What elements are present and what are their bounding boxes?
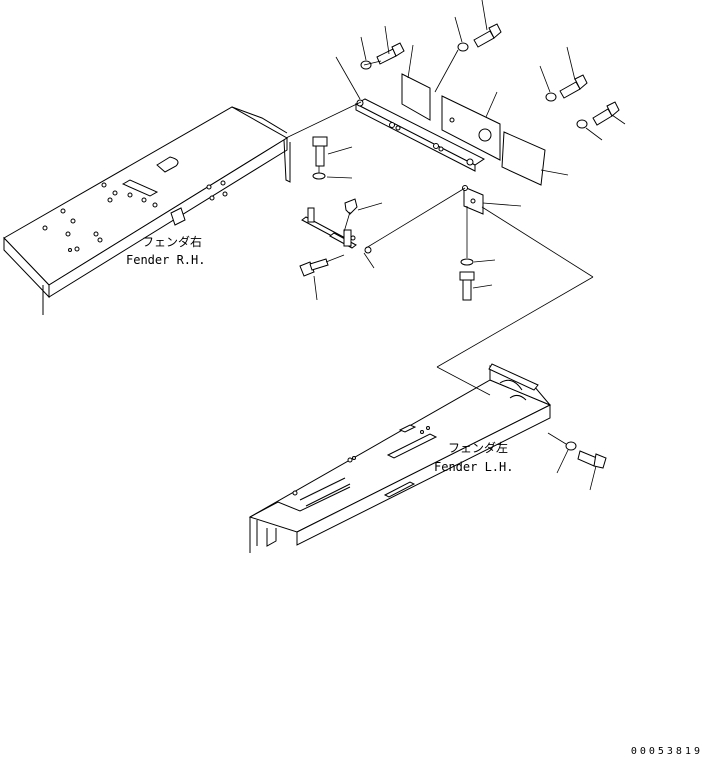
leader-lines xyxy=(313,0,626,491)
washer-icon xyxy=(360,60,372,70)
bolt-icon xyxy=(459,271,475,301)
bolt-icon xyxy=(592,101,620,126)
drawing-number: 00053819 xyxy=(631,746,703,757)
bolt-icon xyxy=(376,42,405,65)
assembly-lines xyxy=(285,49,594,445)
washer-icon xyxy=(460,258,474,266)
cap-bolt-icon xyxy=(344,198,358,215)
washer-icon xyxy=(565,441,577,451)
fender-rh-label-en: Fender R.H. xyxy=(126,253,205,267)
plate-large xyxy=(441,95,501,161)
fender-rh-label-jp: フェンダ右 xyxy=(142,234,202,249)
plate-right xyxy=(501,131,546,186)
fender-lh-label-jp: フェンダ左 xyxy=(448,440,508,455)
fender-rh-holes xyxy=(42,180,228,252)
fender-rh: フェンダ右 Fender R.H. xyxy=(3,106,291,315)
bolt-icon xyxy=(577,450,607,469)
washer-icon xyxy=(545,92,557,102)
fender-lh-label-en: Fender L.H. xyxy=(434,460,513,474)
washer-icon xyxy=(576,119,588,129)
bolt-icon xyxy=(473,23,502,48)
bolt-icon xyxy=(312,136,328,167)
plate-small xyxy=(401,73,431,121)
bolt-icon xyxy=(559,74,588,99)
bolt-icon xyxy=(299,258,329,277)
bracket-assembly xyxy=(301,73,546,254)
washer-icon xyxy=(312,172,326,180)
washer-icon xyxy=(457,42,469,52)
hardware xyxy=(299,23,620,469)
fender-lh: フェンダ左 Fender L.H. xyxy=(248,363,552,553)
